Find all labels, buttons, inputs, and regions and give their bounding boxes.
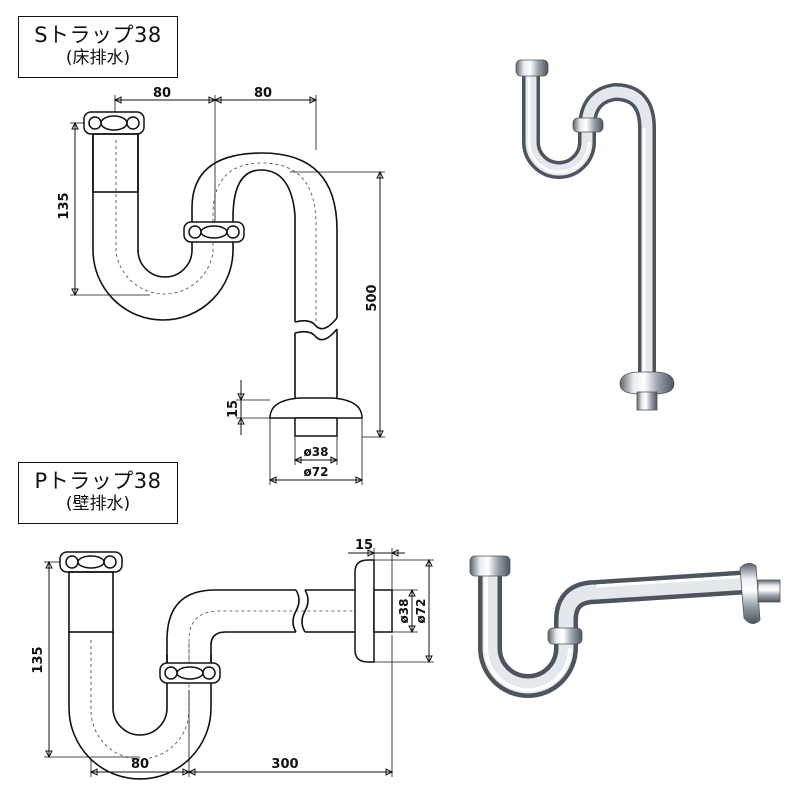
p-trap-title-box: Pトラップ38 (壁排水) (18, 462, 178, 524)
s-trap-photo (515, 59, 675, 411)
p-trap-title: Pトラップ38 (34, 469, 162, 493)
s-dim-top-left: 80 (153, 86, 171, 101)
p-dim-flange: 15 (355, 538, 373, 553)
s-trap-title: Sトラップ38 (34, 23, 162, 47)
s-dim-inner-dia: ø38 (304, 445, 329, 459)
s-trap-drawing (83, 111, 363, 437)
p-trap-dimensions: 135 80 300 15 ø38 ø72 (31, 538, 434, 777)
s-dim-top-right: 80 (254, 86, 272, 101)
s-trap-subtitle: (床排水) (65, 48, 131, 68)
s-dim-total: 500 (365, 284, 380, 311)
p-dim-outer-dia: ø72 (414, 599, 428, 624)
p-trap-subtitle: (壁排水) (65, 494, 131, 514)
p-dim-inner-dia: ø38 (397, 599, 411, 624)
s-trap-dimensions: 80 80 135 500 15 ø38 ø72 (57, 86, 385, 485)
s-trap-title-box: Sトラップ38 (床排水) (18, 16, 178, 78)
p-trap-drawing (59, 551, 393, 780)
p-trap-photo (469, 555, 781, 698)
p-dim-bottom-left: 80 (131, 757, 149, 772)
s-dim-outer-dia: ø72 (304, 465, 329, 479)
s-dim-base: 15 (226, 400, 241, 418)
p-dim-height: 135 (31, 646, 46, 673)
p-dim-bottom-right: 300 (271, 757, 298, 772)
s-dim-height: 135 (57, 192, 72, 219)
